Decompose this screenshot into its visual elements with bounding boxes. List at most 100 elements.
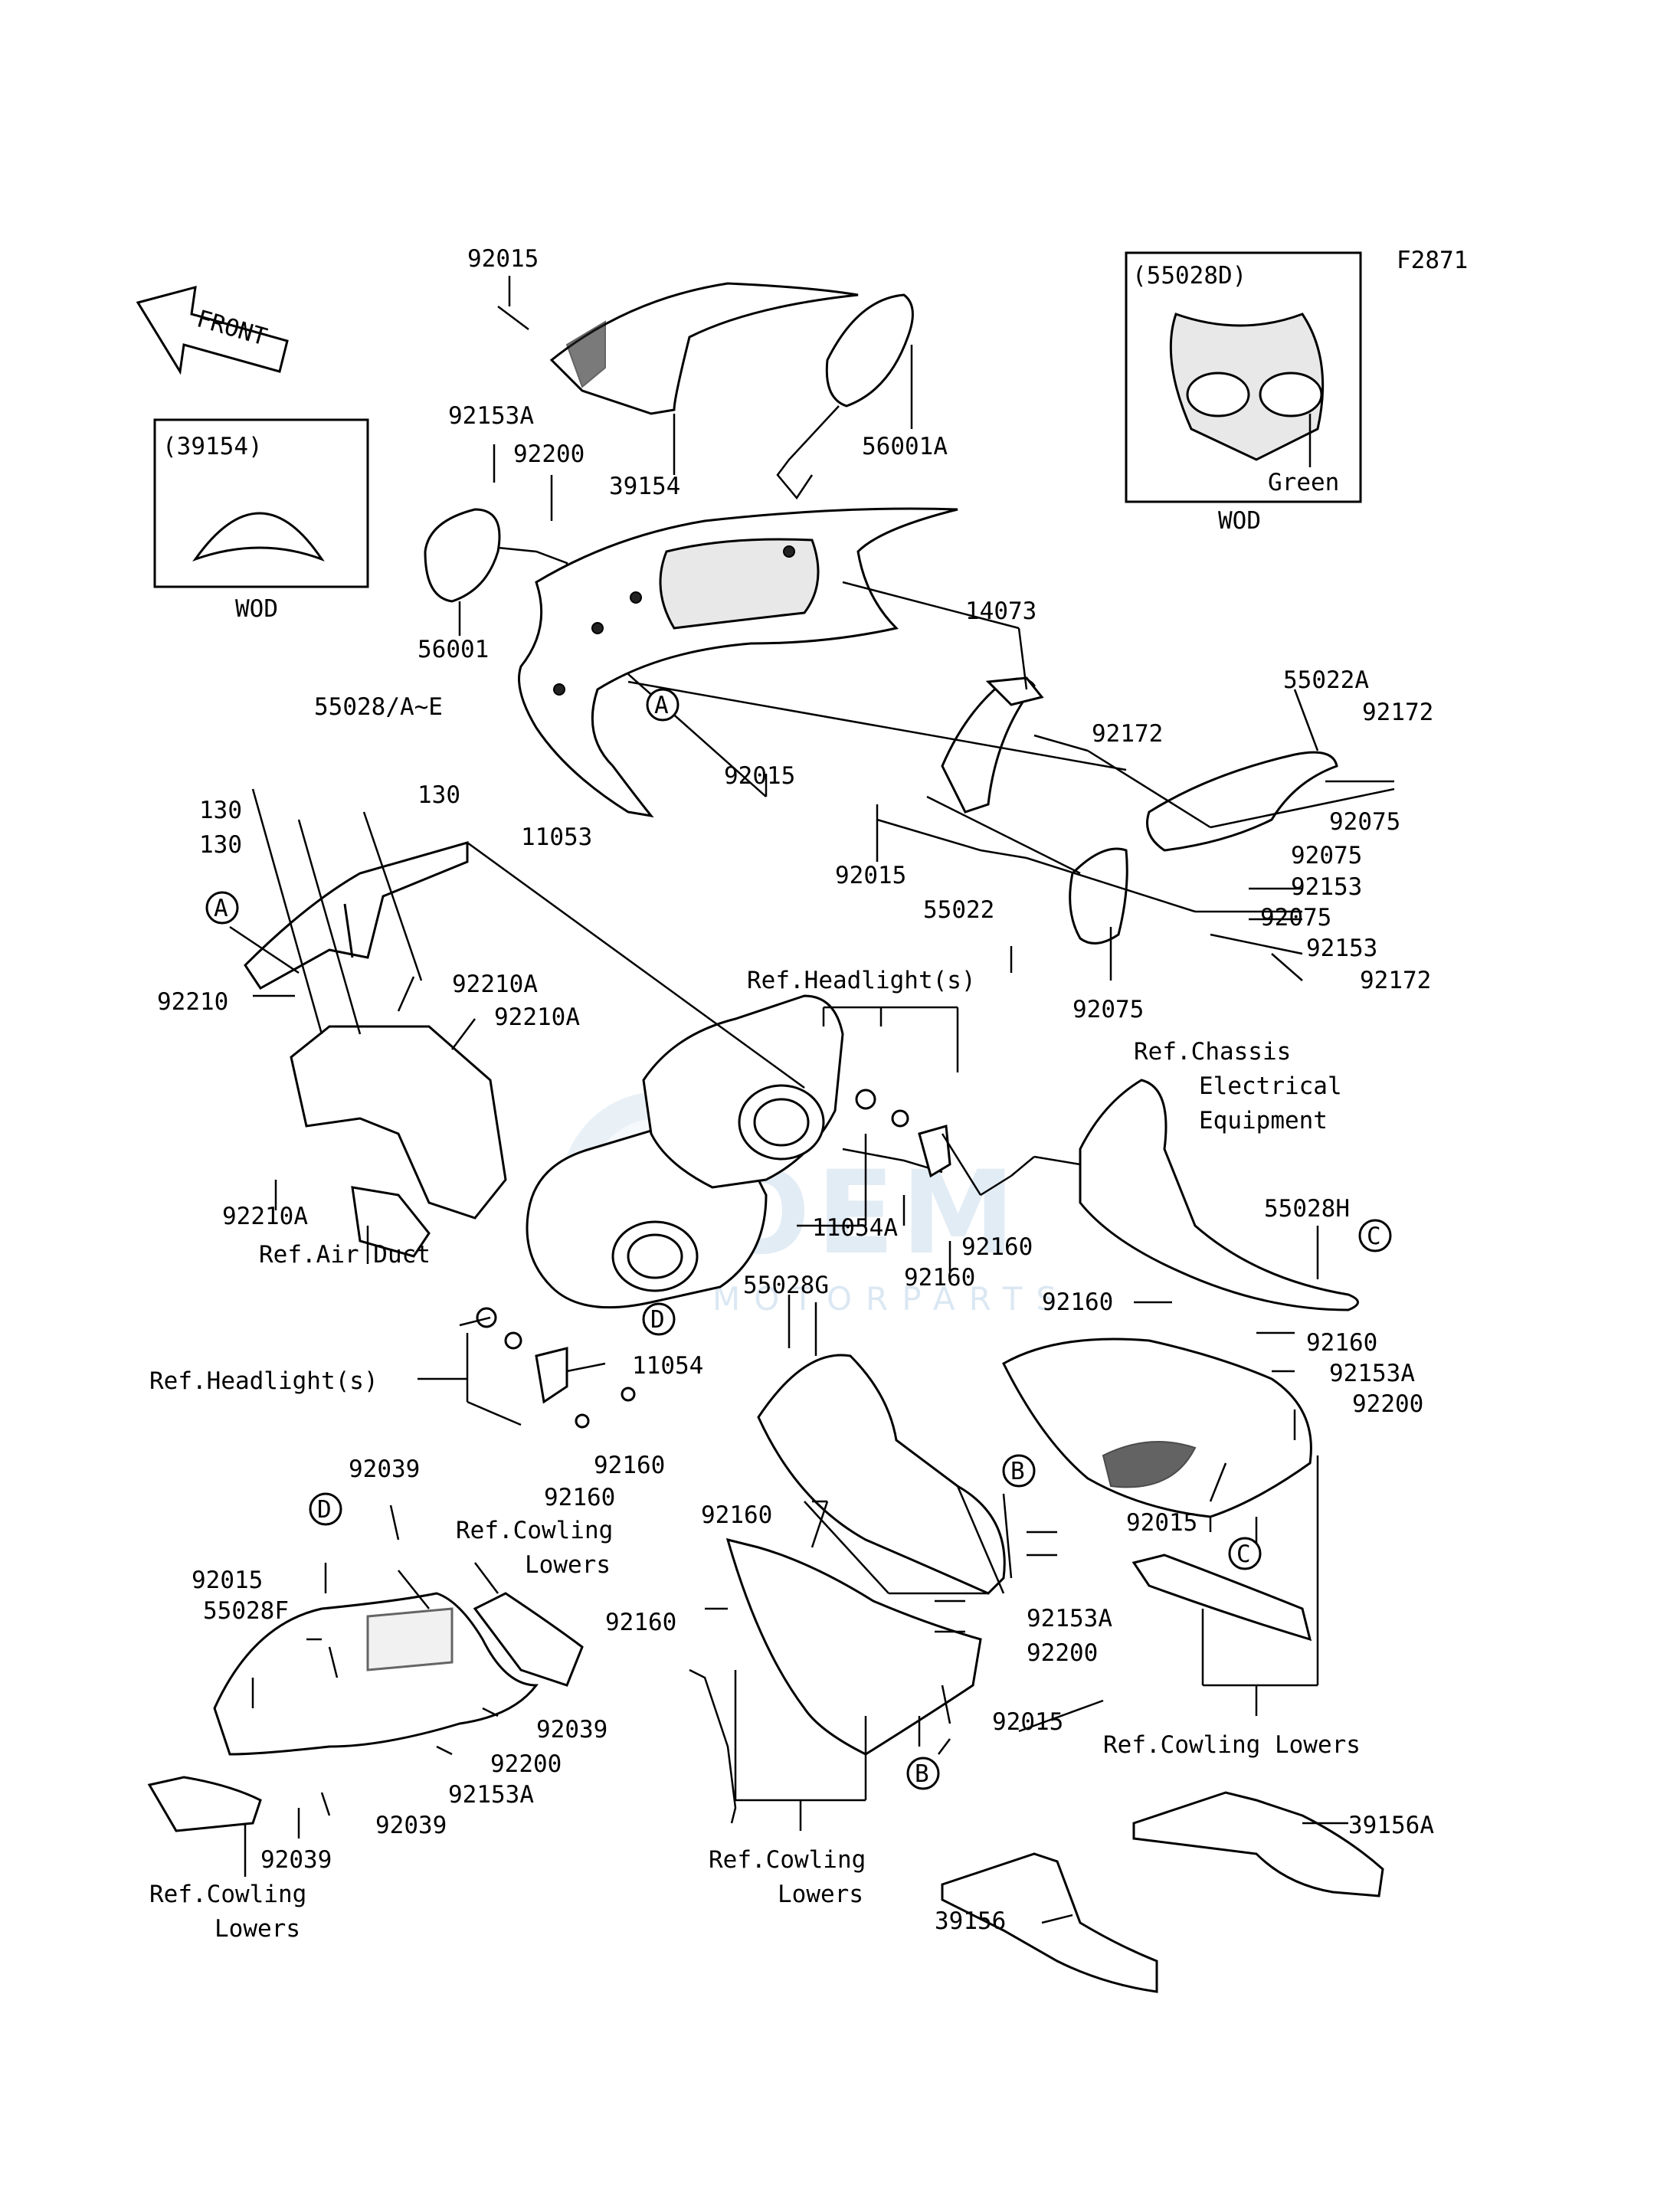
label-92172-a: 92172	[1092, 720, 1163, 748]
inset-right-title: (55028D)	[1132, 262, 1246, 290]
label-92075-d: 92075	[1073, 996, 1144, 1023]
label-ref-cowl-3a: Ref.Cowling	[149, 1881, 306, 1908]
lower-bracket-left	[147, 1776, 262, 1832]
inset-left-title: (39154)	[162, 433, 263, 460]
label-92075-c: 92075	[1260, 904, 1331, 932]
callout-d-lower-text: D	[317, 1496, 332, 1524]
label-55022: 55022	[923, 896, 994, 924]
callout-b-upper-text: B	[1010, 1458, 1025, 1485]
label-55028-a-e: 55028/A~E	[314, 693, 443, 721]
label-ref-chassis-2: Electrical	[1199, 1072, 1342, 1100]
side-panel-right-lower	[1002, 1338, 1312, 1518]
lower-bracket-center	[473, 1592, 584, 1687]
inset-upper-cowl: (55028D) Green WOD	[1125, 251, 1362, 535]
label-ref-chassis-3: Equipment	[1199, 1107, 1328, 1135]
label-92160-e: 92160	[594, 1452, 665, 1479]
lower-stay-right	[1131, 1554, 1312, 1642]
windshield	[549, 282, 859, 475]
upper-cowl	[518, 507, 958, 818]
label-92039-a: 92039	[349, 1455, 420, 1483]
label-92200-top: 92200	[513, 440, 585, 468]
callout-markers: A A B B C C D D	[205, 688, 1392, 1790]
callout-a-left	[205, 891, 239, 925]
label-92210a-b: 92210A	[494, 1004, 580, 1031]
label-92160-a: 92160	[961, 1233, 1033, 1261]
front-arrow: FRONT	[136, 285, 289, 375]
label-11054: 11054	[632, 1352, 703, 1380]
headlight-assembly	[526, 994, 844, 1309]
label-ref-cowl-1b: Lowers	[525, 1551, 611, 1579]
cowl-stay	[244, 841, 469, 990]
label-39156a: 39156A	[1348, 1812, 1434, 1839]
label-56001: 56001	[418, 636, 489, 663]
label-55022a: 55022A	[1283, 666, 1369, 694]
label-92015-r: 92015	[1126, 1509, 1197, 1537]
headlight-bracket-lower	[476, 1307, 636, 1429]
label-92015-m: 92015	[992, 1708, 1063, 1736]
inner-panel-right	[1146, 751, 1338, 852]
label-92160-b: 92160	[904, 1264, 975, 1292]
label-92200-r: 92200	[1352, 1390, 1423, 1418]
label-92153-b: 92153	[1306, 935, 1377, 962]
label-130-b: 130	[418, 781, 460, 809]
label-92153a-lw: 92153A	[448, 1781, 534, 1809]
callout-a-left-text: A	[214, 895, 228, 922]
label-92210a-a: 92210A	[452, 971, 538, 998]
label-92153-a: 92153	[1291, 873, 1362, 901]
label-92153a-m: 92153A	[1027, 1605, 1112, 1632]
inset-windshield: (39154) WOD	[153, 418, 369, 623]
label-ref-cowl-2a: Ref.Cowling	[709, 1846, 866, 1874]
label-92160-d: 92160	[1306, 1329, 1377, 1357]
label-39156: 39156	[935, 1907, 1006, 1935]
headlight-bracket-upper	[842, 1089, 951, 1178]
callout-c-upper	[1358, 1219, 1392, 1252]
callout-a-upper	[646, 688, 680, 722]
label-92075-a: 92075	[1329, 808, 1400, 836]
label-92075-b: 92075	[1291, 842, 1362, 869]
label-ref-chassis-1: Ref.Chassis	[1134, 1038, 1291, 1066]
label-92039-c: 92039	[375, 1812, 447, 1839]
label-92210: 92210	[157, 988, 228, 1016]
air-duct	[290, 1025, 507, 1258]
label-ref-cowl-1a: Ref.Cowling	[456, 1517, 613, 1544]
callout-d-upper	[642, 1302, 676, 1336]
label-92172-b: 92172	[1362, 699, 1433, 726]
label-92039-d: 92039	[260, 1846, 332, 1874]
lower-cowl-left	[213, 1592, 539, 1756]
inset-right-color: Green	[1268, 469, 1339, 496]
callout-b-upper	[1002, 1454, 1036, 1488]
label-55028f: 55028F	[203, 1597, 289, 1625]
figure-code: F2871	[1397, 247, 1468, 274]
label-92200-m: 92200	[1027, 1639, 1098, 1667]
label-92015-mid2: 92015	[835, 862, 906, 889]
label-92160-c: 92160	[1042, 1288, 1113, 1316]
label-39154: 39154	[609, 473, 680, 500]
label-92160-f: 92160	[544, 1484, 615, 1511]
inset-right-caption: WOD	[1218, 507, 1261, 535]
callout-b-lower	[906, 1757, 940, 1790]
label-92015-top: 92015	[467, 245, 539, 273]
inset-left-caption: WOD	[235, 595, 278, 623]
label-92153a-r: 92153A	[1329, 1360, 1415, 1387]
callout-a-upper-text: A	[654, 692, 669, 719]
lower-panel-center	[725, 1537, 982, 1756]
label-55028h: 55028H	[1264, 1195, 1350, 1223]
label-ref-cowl-r: Ref.Cowling Lowers	[1103, 1731, 1361, 1759]
side-panel-center	[757, 1354, 1006, 1595]
leader-lines	[229, 276, 1395, 1924]
label-ref-cowl-3b: Lowers	[215, 1915, 300, 1943]
label-92015-lw: 92015	[192, 1567, 263, 1594]
lower-stay-center	[689, 1668, 737, 1824]
part-labels: 92015 92153A 92200 39154 56001A 56001 55…	[149, 245, 1434, 1943]
label-11054a: 11054A	[812, 1214, 898, 1242]
label-92153a-top: 92153A	[448, 402, 534, 430]
label-130-a: 130	[199, 797, 242, 824]
watermark-subtitle: MOTORPARTS	[712, 1280, 1070, 1318]
callout-d-upper-text: D	[650, 1306, 665, 1334]
label-92160-h: 92160	[605, 1609, 676, 1636]
label-ref-air-duct: Ref.Air Duct	[259, 1241, 431, 1269]
label-92160-g: 92160	[701, 1501, 772, 1529]
callout-c-lower-text: C	[1236, 1541, 1251, 1568]
callout-d-lower	[309, 1492, 342, 1526]
